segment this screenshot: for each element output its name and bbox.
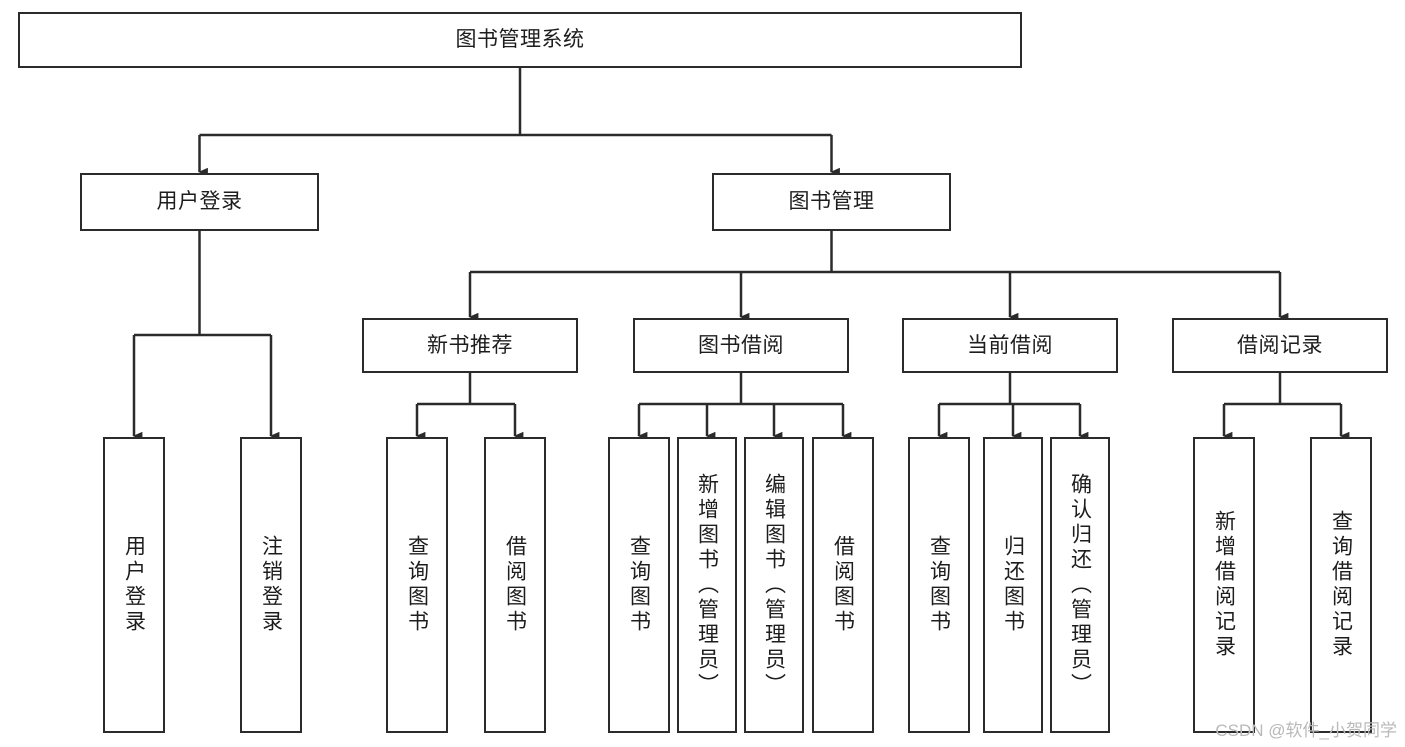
node-label: 图书借阅 <box>698 333 784 357</box>
node-label: 用户登录 <box>122 535 146 635</box>
node-label: 注销登录 <box>259 535 283 635</box>
node-label: 图书管理系统 <box>455 28 585 52</box>
node-book-management[interactable]: 图书管理 <box>712 173 951 231</box>
node-root-system[interactable]: 图书管理系统 <box>18 12 1022 68</box>
node-leaf-user-login[interactable]: 用户登录 <box>103 437 165 733</box>
node-label: 借阅记录 <box>1237 333 1323 357</box>
node-leaf-edit-book-admin[interactable]: 编辑图书（管理员） <box>744 437 804 733</box>
node-borrow-record[interactable]: 借阅记录 <box>1172 318 1388 373</box>
node-current-borrow[interactable]: 当前借阅 <box>902 318 1118 373</box>
node-leaf-return-book[interactable]: 归还图书 <box>983 437 1043 733</box>
node-label: 新增借阅记录 <box>1212 510 1236 660</box>
node-leaf-add-book-admin[interactable]: 新增图书（管理员） <box>677 437 737 733</box>
node-leaf-query-book-recommend[interactable]: 查询图书 <box>386 437 448 733</box>
node-book-borrow[interactable]: 图书借阅 <box>633 318 849 373</box>
node-leaf-confirm-return-admin[interactable]: 确认归还（管理员） <box>1050 437 1110 733</box>
node-leaf-logout[interactable]: 注销登录 <box>240 437 302 733</box>
node-leaf-add-borrow-record[interactable]: 新增借阅记录 <box>1193 437 1255 733</box>
node-label: 新书推荐 <box>427 333 513 357</box>
node-label: 查询图书 <box>927 535 951 635</box>
node-label: 新增图书（管理员） <box>695 472 719 698</box>
node-label: 当前借阅 <box>967 333 1053 357</box>
node-user-login[interactable]: 用户登录 <box>80 173 319 231</box>
node-new-book-recommend[interactable]: 新书推荐 <box>362 318 578 373</box>
node-label: 查询图书 <box>627 535 651 635</box>
node-leaf-query-book-borrow[interactable]: 查询图书 <box>608 437 670 733</box>
node-label: 归还图书 <box>1001 535 1025 635</box>
node-label: 查询图书 <box>405 535 429 635</box>
connector-group <box>132 68 1350 441</box>
node-label: 查询借阅记录 <box>1329 510 1353 660</box>
node-leaf-query-book-current[interactable]: 查询图书 <box>908 437 970 733</box>
node-label: 图书管理 <box>788 190 875 214</box>
node-label: 用户登录 <box>156 190 243 214</box>
node-leaf-query-borrow-record[interactable]: 查询借阅记录 <box>1310 437 1372 733</box>
node-label: 借阅图书 <box>831 535 855 635</box>
node-leaf-borrow-book-recommend[interactable]: 借阅图书 <box>484 437 546 733</box>
node-label: 借阅图书 <box>503 535 527 635</box>
node-label: 确认归还（管理员） <box>1068 472 1092 698</box>
node-label: 编辑图书（管理员） <box>762 472 786 698</box>
node-leaf-borrow-book[interactable]: 借阅图书 <box>812 437 874 733</box>
